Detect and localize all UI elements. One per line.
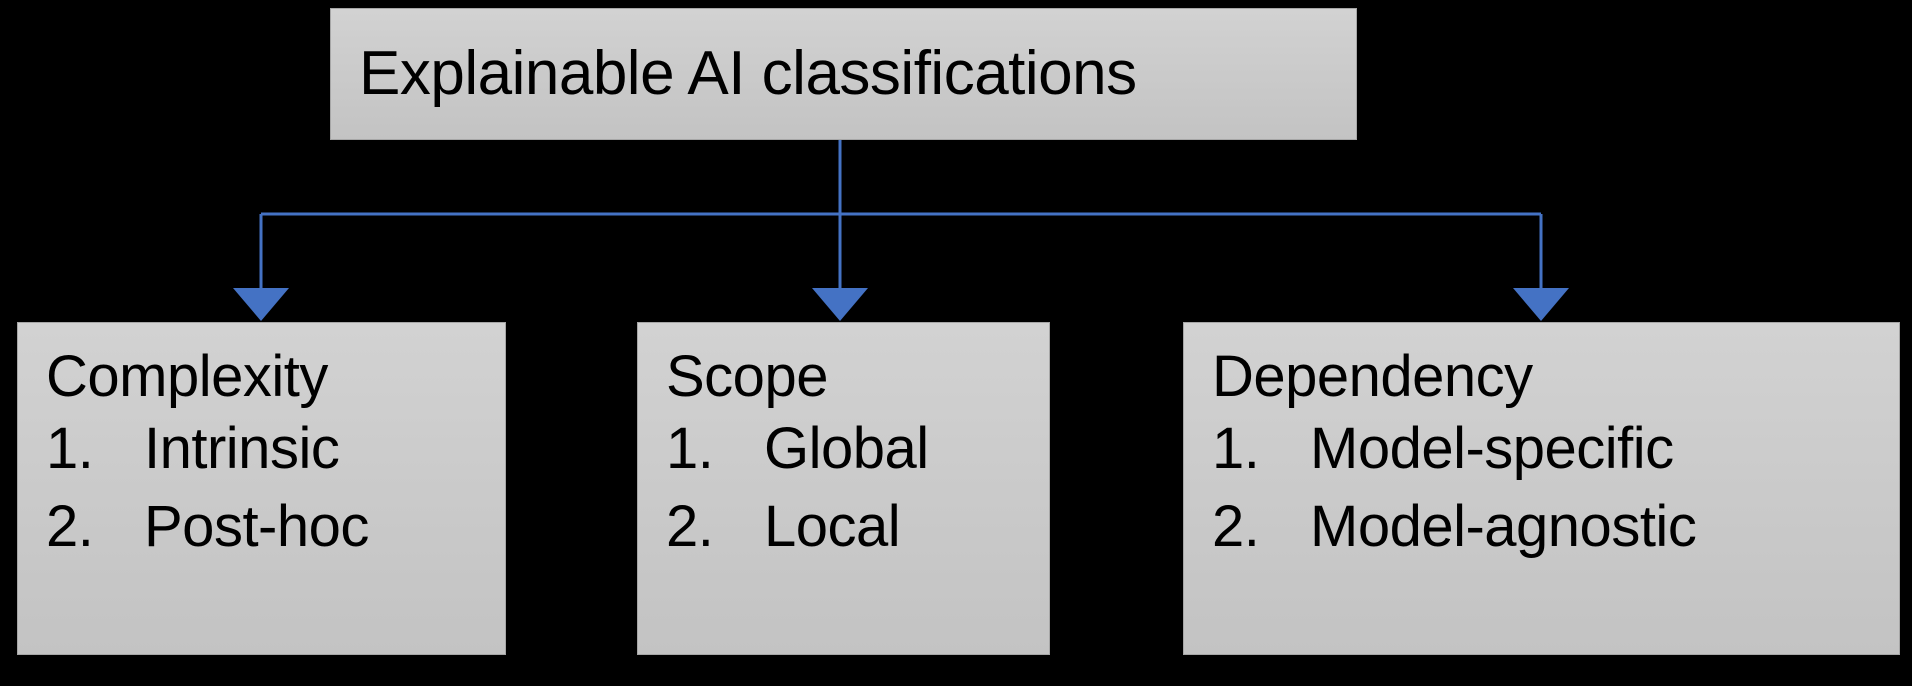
node-category-scope-label: Scope: [666, 344, 828, 409]
list-item: 1. Global: [638, 410, 1049, 488]
dependency-item-list: 1. Model-specific 2. Model-agnostic: [1184, 410, 1899, 565]
list-item-number: 1.: [1212, 415, 1260, 481]
list-item: 2. Model-agnostic: [1184, 488, 1899, 566]
list-item-number: 2.: [46, 493, 94, 559]
node-root[interactable]: Explainable AI classifications: [330, 8, 1357, 140]
node-category-scope[interactable]: Scope 1. Global 2. Local: [637, 322, 1050, 655]
list-item-label: Model-specific: [1310, 415, 1674, 481]
list-item-label: Local: [764, 493, 901, 559]
list-item: 2. Local: [638, 488, 1049, 566]
complexity-item-list: 1. Intrinsic 2. Post-hoc: [18, 410, 505, 565]
list-item-number: 2.: [666, 493, 714, 559]
node-category-complexity-label: Complexity: [46, 344, 328, 409]
list-item-label: Intrinsic: [144, 415, 340, 481]
down-arrow-icon-dependency: [1513, 288, 1569, 321]
list-item: 2. Post-hoc: [18, 488, 505, 566]
down-arrow-icon-scope: [812, 288, 868, 321]
list-item-number: 1.: [46, 415, 94, 481]
scope-item-list: 1. Global 2. Local: [638, 410, 1049, 565]
node-root-label: Explainable AI classifications: [359, 39, 1137, 109]
list-item-label: Global: [764, 415, 929, 481]
list-item-number: 1.: [666, 415, 714, 481]
node-category-dependency-label: Dependency: [1212, 344, 1533, 409]
down-arrow-icon-complexity: [233, 288, 289, 321]
list-item: 1. Intrinsic: [18, 410, 505, 488]
list-item: 1. Model-specific: [1184, 410, 1899, 488]
list-item-label: Post-hoc: [144, 493, 369, 559]
list-item-label: Model-agnostic: [1310, 493, 1697, 559]
list-item-number: 2.: [1212, 493, 1260, 559]
node-category-dependency[interactable]: Dependency 1. Model-specific 2. Model-ag…: [1183, 322, 1900, 655]
node-category-complexity[interactable]: Complexity 1. Intrinsic 2. Post-hoc: [17, 322, 506, 655]
